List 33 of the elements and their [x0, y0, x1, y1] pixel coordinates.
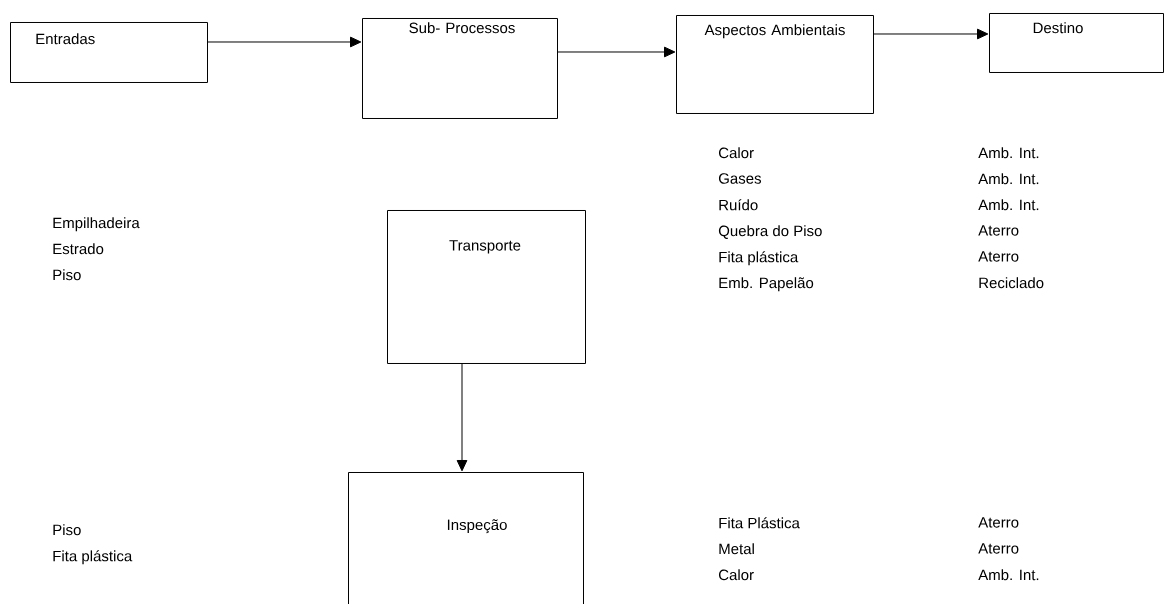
process-box: Destino — [989, 13, 1164, 73]
list-item: Aterro — [978, 225, 1019, 236]
list-item: Metal — [719, 543, 754, 555]
process-box: Entradas — [10, 22, 208, 83]
list-item: Ruído — [719, 199, 758, 211]
list-item: Amb. Int. — [978, 199, 1039, 211]
list-item: Amb. Int. — [978, 147, 1039, 159]
list-item: Aterro — [978, 543, 1019, 554]
list-item: Aterro — [978, 517, 1019, 528]
list-item: Fita plástica — [53, 550, 133, 565]
arrow — [873, 28, 989, 40]
list-item: Fita plástica — [719, 251, 799, 266]
list-item: Piso — [53, 269, 81, 281]
process-box: Sub- Processos — [362, 18, 558, 119]
process-box: Aspectos Ambientais — [676, 15, 874, 114]
list-item: Emb. Papelão — [719, 277, 814, 292]
list-item: Piso — [53, 524, 81, 536]
list-item: Amb. Int. — [978, 173, 1039, 185]
list-item: Fita Plástica — [719, 517, 800, 529]
list-item: Calor — [719, 569, 754, 581]
list-item: Reciclado — [979, 277, 1044, 289]
process-box: Inspeção — [348, 472, 584, 604]
arrow — [207, 36, 362, 48]
arrow — [557, 46, 676, 58]
list-item: Quebra do Piso — [718, 225, 822, 239]
list-item: Calor — [719, 147, 754, 159]
list-item: Empilhadeira — [53, 217, 140, 232]
list-item: Estrado — [53, 243, 104, 255]
list-item: Aterro — [978, 251, 1019, 262]
list-item: Gases — [718, 173, 761, 184]
list-item: Amb. Int. — [978, 569, 1039, 581]
arrow — [456, 363, 468, 472]
process-box: Transporte — [387, 210, 586, 364]
